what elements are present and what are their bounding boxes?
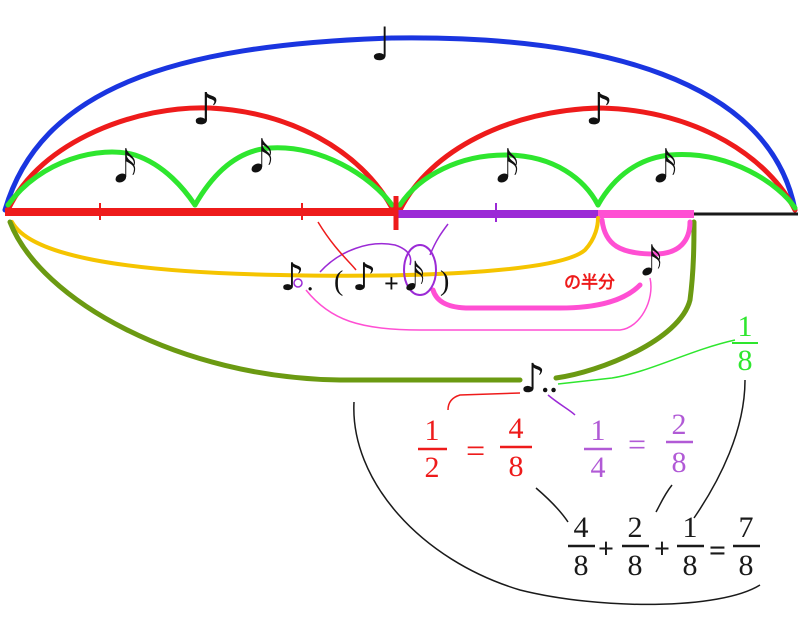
eighth-note-icon-2: ♪ xyxy=(585,84,613,135)
sixteenth-arc-4 xyxy=(595,152,798,211)
sixteenth-note-icon-4: 𝅘𝅥𝅯 xyxy=(654,142,677,193)
black-connector-1 xyxy=(535,487,569,523)
sum-equals: = xyxy=(709,534,726,567)
sum-plus-2: + xyxy=(654,534,670,565)
fraction-denominator: 8 xyxy=(739,549,754,582)
fraction-one-eighth: 1 8 xyxy=(732,310,758,377)
fraction-numerator: 1 xyxy=(738,310,753,343)
fraction-denominator: 8 xyxy=(509,450,524,483)
pink-thin-line xyxy=(305,277,652,331)
augmentation-dot: . xyxy=(306,267,314,297)
purple-connector xyxy=(547,394,576,416)
open-paren: ( xyxy=(334,266,343,297)
quarter-note-icon: ♩ xyxy=(370,17,392,71)
sum-term-one-eighth: 1 8 xyxy=(677,511,704,582)
sixteenth-note-icon-3: 𝅘𝅥𝅯 xyxy=(496,142,519,193)
black-connector-2 xyxy=(655,484,673,513)
black-enclosing-curve xyxy=(353,401,761,606)
fraction-denominator: 8 xyxy=(628,549,643,582)
fraction-numerator: 1 xyxy=(591,414,606,447)
fraction-denominator: 8 xyxy=(672,446,687,479)
equals-sign-quarter: = xyxy=(628,426,646,462)
fraction-denominator: 4 xyxy=(591,451,606,484)
olive-arc xyxy=(7,219,523,383)
fraction-numerator: 4 xyxy=(574,511,589,544)
fraction-denominator: 8 xyxy=(738,344,753,377)
yellow-arc xyxy=(10,216,600,278)
sixteenth-arc-1 xyxy=(5,149,198,208)
sixteenth-arc-3 xyxy=(397,152,601,208)
dotted-eighth-note-icon: ♪ xyxy=(280,255,304,299)
purple-highlight-ring xyxy=(403,244,437,296)
fraction-numerator: 7 xyxy=(739,511,754,544)
olive-arc-right xyxy=(553,219,697,381)
sixteenth-note-icon-2: 𝅘𝅥𝅯 xyxy=(250,132,273,183)
fraction-two-eighths: 2 8 xyxy=(666,408,693,479)
sixteenth-note-icon-1: 𝅘𝅥𝅯 xyxy=(114,142,137,193)
purple-link-2 xyxy=(429,223,449,256)
eighth-note-icon-expr: ♪ xyxy=(352,255,376,299)
eighth-note-icon-1: ♪ xyxy=(192,84,220,135)
fraction-numerator: 1 xyxy=(683,511,698,544)
sum-term-four-eighths: 4 8 xyxy=(568,511,595,582)
double-augmentation-dots: .. xyxy=(541,369,558,398)
fraction-numerator: 1 xyxy=(425,414,440,447)
green-connector xyxy=(557,339,736,385)
fraction-numerator: 4 xyxy=(509,412,524,445)
sixteenth-arc-2 xyxy=(192,145,395,208)
fraction-denominator: 8 xyxy=(574,549,589,582)
quarter-arc xyxy=(2,35,798,213)
purple-dot-ring xyxy=(293,278,303,288)
close-paren: ) xyxy=(440,266,449,297)
eighth-arc-left xyxy=(5,105,395,213)
double-dotted-note-icon: ♪ xyxy=(520,356,546,402)
pink-connector xyxy=(430,282,643,311)
half-of-label: の半分 xyxy=(564,272,615,293)
sixteenth-note-icon-expr: 𝅘𝅥𝅯 xyxy=(405,255,425,299)
sum-result-seven-eighths: 7 8 xyxy=(733,511,760,582)
fraction-numerator: 2 xyxy=(628,511,643,544)
equals-sign-half: = xyxy=(466,433,485,470)
fraction-four-eighths: 4 8 xyxy=(500,412,532,483)
sixteenth-note-icon-5: 𝅘𝅥𝅯 xyxy=(641,239,662,285)
pink-bracket xyxy=(599,217,693,257)
red-connector xyxy=(447,392,521,411)
eighth-arc-right xyxy=(397,105,798,213)
black-connector-3 xyxy=(693,379,746,519)
purple-link-1 xyxy=(319,243,412,273)
fraction-denominator: 2 xyxy=(425,451,440,484)
sum-plus-1: + xyxy=(598,534,614,565)
fraction-numerator: 2 xyxy=(672,408,687,441)
plus-sign: + xyxy=(384,269,399,298)
red-thin-link xyxy=(317,221,357,271)
fraction-quarter: 1 4 xyxy=(584,414,612,484)
fraction-denominator: 8 xyxy=(683,549,698,582)
fraction-half: 1 2 xyxy=(418,414,447,484)
sum-term-two-eighths: 2 8 xyxy=(622,511,649,582)
